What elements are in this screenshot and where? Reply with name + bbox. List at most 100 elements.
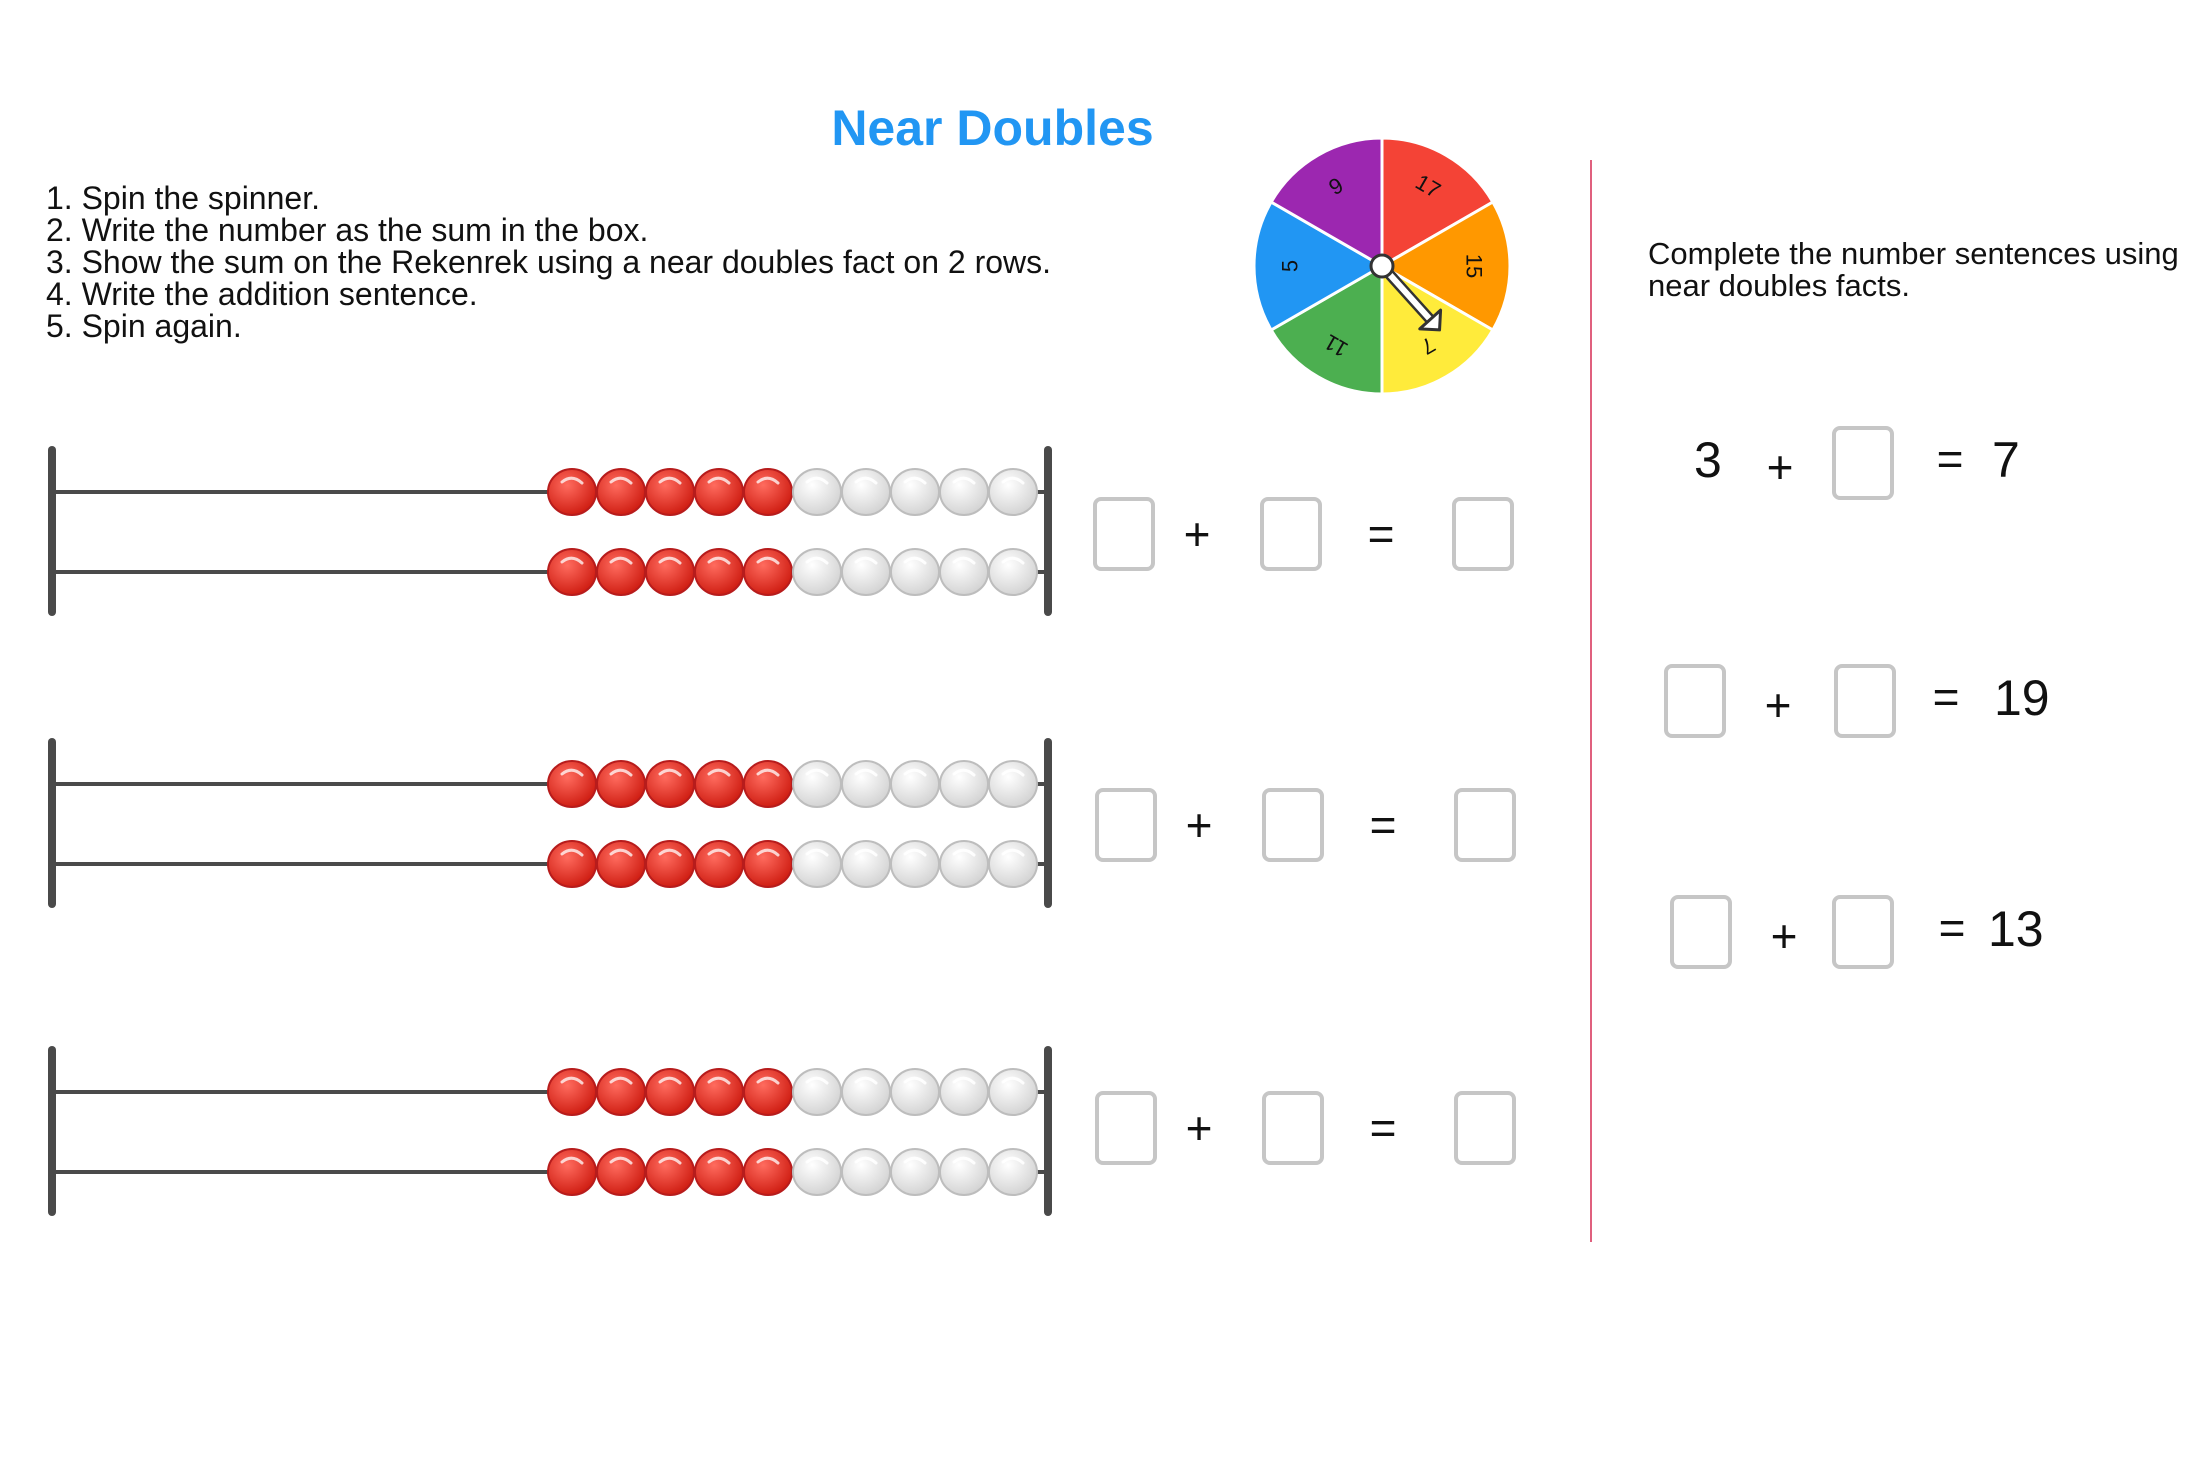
sum-box[interactable] <box>1452 497 1514 571</box>
equals-sign: = <box>1369 1102 1397 1154</box>
spinner-hub <box>1369 253 1395 279</box>
addend-box[interactable] <box>1832 426 1894 500</box>
white-bead[interactable] <box>988 840 1038 888</box>
white-bead[interactable] <box>841 468 891 516</box>
sum-value: 13 <box>1988 901 2044 957</box>
spinner-section <box>1252 199 1386 333</box>
red-bead[interactable] <box>596 468 646 516</box>
instruction-step: 4. Write the addition sentence. <box>46 276 478 312</box>
red-bead[interactable] <box>645 840 695 888</box>
sum-box[interactable] <box>1454 788 1516 862</box>
white-bead[interactable] <box>792 1148 842 1196</box>
red-bead[interactable] <box>547 760 597 808</box>
white-bead[interactable] <box>939 760 989 808</box>
equals-sign: = <box>1938 902 1966 954</box>
red-bead[interactable] <box>743 468 793 516</box>
white-bead[interactable] <box>890 840 940 888</box>
white-bead[interactable] <box>841 760 891 808</box>
white-bead[interactable] <box>988 468 1038 516</box>
white-bead[interactable] <box>988 1068 1038 1116</box>
white-bead[interactable] <box>988 1148 1038 1196</box>
rekenrek-frame <box>48 1046 1052 1216</box>
white-bead[interactable] <box>792 840 842 888</box>
sum-value: 19 <box>1994 670 2050 726</box>
red-bead[interactable] <box>743 1148 793 1196</box>
plus-sign: + <box>1764 679 1792 731</box>
red-bead[interactable] <box>645 1148 695 1196</box>
instructions-list: 1. Spin the spinner. 2. Write the number… <box>46 182 1051 342</box>
addend-box[interactable] <box>1262 1091 1324 1165</box>
white-bead[interactable] <box>792 548 842 596</box>
white-bead[interactable] <box>939 548 989 596</box>
red-bead[interactable] <box>596 1148 646 1196</box>
red-bead[interactable] <box>694 548 744 596</box>
equals-sign: = <box>1932 671 1960 723</box>
white-bead[interactable] <box>792 468 842 516</box>
rekenrek-1[interactable] <box>46 446 1056 616</box>
white-bead[interactable] <box>988 548 1038 596</box>
white-bead[interactable] <box>939 468 989 516</box>
red-bead[interactable] <box>596 760 646 808</box>
addend-box[interactable] <box>1832 895 1894 969</box>
white-bead[interactable] <box>939 1148 989 1196</box>
addend-box[interactable] <box>1670 895 1732 969</box>
white-bead[interactable] <box>890 760 940 808</box>
spinner-label: 5 <box>1277 260 1302 272</box>
instruction-step: 1. Spin the spinner. <box>46 180 320 216</box>
red-bead[interactable] <box>547 1148 597 1196</box>
white-bead[interactable] <box>890 548 940 596</box>
red-bead[interactable] <box>694 760 744 808</box>
addend-box[interactable] <box>1093 497 1155 571</box>
addend-box[interactable] <box>1095 788 1157 862</box>
red-bead[interactable] <box>694 1148 744 1196</box>
white-bead[interactable] <box>792 760 842 808</box>
white-bead[interactable] <box>988 760 1038 808</box>
red-bead[interactable] <box>547 548 597 596</box>
white-bead[interactable] <box>841 840 891 888</box>
addend-box[interactable] <box>1834 664 1896 738</box>
red-bead[interactable] <box>547 468 597 516</box>
white-bead[interactable] <box>939 1068 989 1116</box>
red-bead[interactable] <box>743 840 793 888</box>
plus-sign: + <box>1183 508 1211 560</box>
red-bead[interactable] <box>596 548 646 596</box>
addend-box[interactable] <box>1260 497 1322 571</box>
red-bead[interactable] <box>547 840 597 888</box>
red-bead[interactable] <box>743 548 793 596</box>
addend-box[interactable] <box>1262 788 1324 862</box>
instruction-step: 5. Spin again. <box>46 308 242 344</box>
red-bead[interactable] <box>645 468 695 516</box>
addend-box[interactable] <box>1664 664 1726 738</box>
instruction-step: 2. Write the number as the sum in the bo… <box>46 212 649 248</box>
white-bead[interactable] <box>939 840 989 888</box>
red-bead[interactable] <box>547 1068 597 1116</box>
red-bead[interactable] <box>743 760 793 808</box>
white-bead[interactable] <box>890 1148 940 1196</box>
white-bead[interactable] <box>890 1068 940 1116</box>
white-bead[interactable] <box>890 468 940 516</box>
red-bead[interactable] <box>645 548 695 596</box>
rekenrek-frame <box>48 446 1052 616</box>
sum-box[interactable] <box>1454 1091 1516 1165</box>
red-bead[interactable] <box>596 1068 646 1116</box>
right-instructions: Complete the number sentences using near… <box>1648 236 2179 303</box>
red-bead[interactable] <box>743 1068 793 1116</box>
white-bead[interactable] <box>792 1068 842 1116</box>
addend-box[interactable] <box>1095 1091 1157 1165</box>
rekenrek-2[interactable] <box>46 738 1056 908</box>
instruction-step: 3. Show the sum on the Rekenrek using a … <box>46 244 1052 280</box>
rekenrek-frame <box>48 738 1052 908</box>
plus-sign: + <box>1766 441 1794 493</box>
red-bead[interactable] <box>694 1068 744 1116</box>
sum-value: 7 <box>1992 432 2020 488</box>
red-bead[interactable] <box>596 840 646 888</box>
red-bead[interactable] <box>694 840 744 888</box>
red-bead[interactable] <box>645 760 695 808</box>
white-bead[interactable] <box>841 1068 891 1116</box>
rekenrek-3[interactable] <box>46 1046 1056 1216</box>
white-bead[interactable] <box>841 548 891 596</box>
white-bead[interactable] <box>841 1148 891 1196</box>
red-bead[interactable] <box>694 468 744 516</box>
red-bead[interactable] <box>645 1068 695 1116</box>
